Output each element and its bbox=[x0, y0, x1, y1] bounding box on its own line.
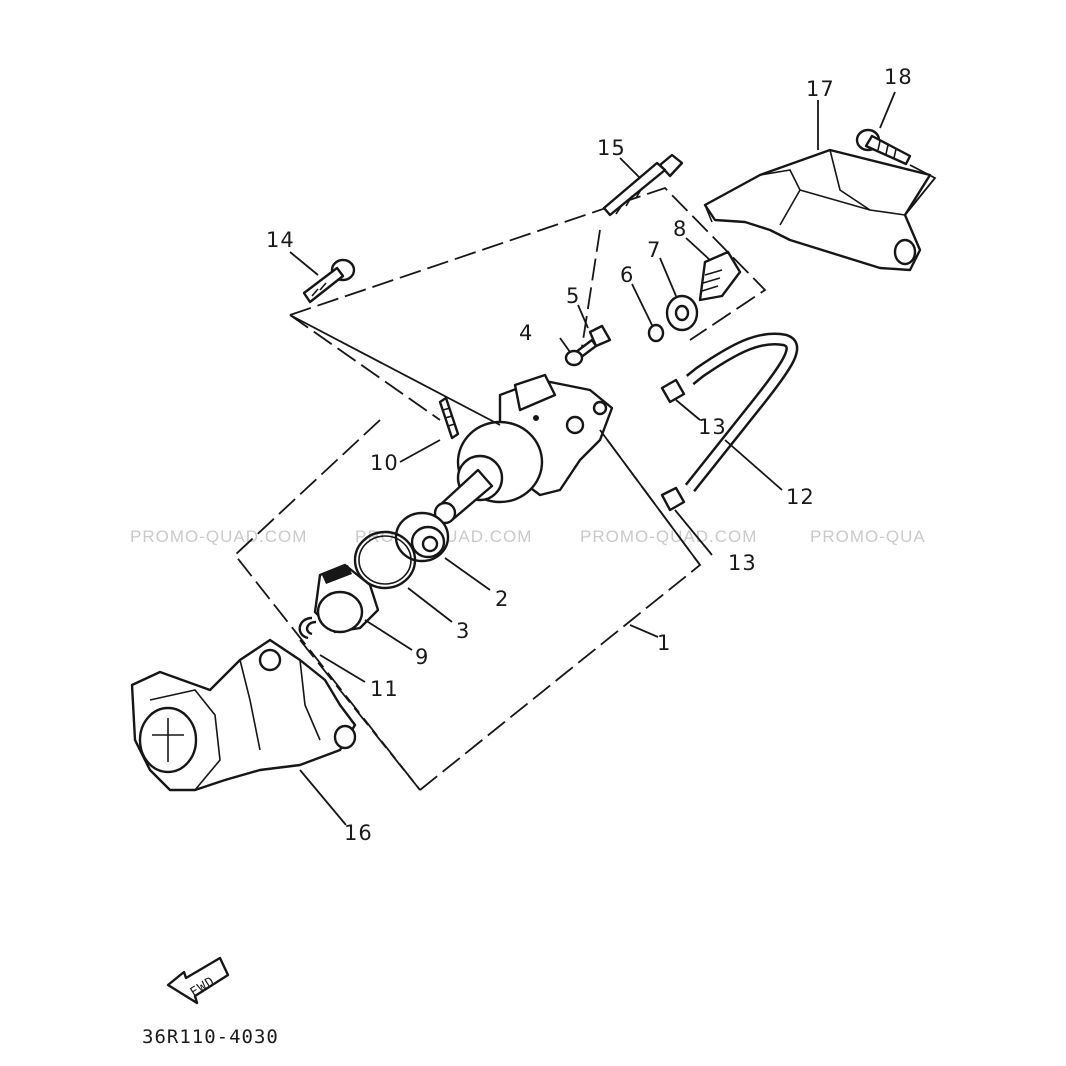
callout-11: 11 bbox=[370, 677, 399, 701]
cover-bracket-part bbox=[703, 148, 932, 272]
callout-15: 15 bbox=[597, 136, 626, 160]
callout-12: 12 bbox=[786, 485, 815, 509]
callout-7: 7 bbox=[647, 238, 661, 262]
long-bolt-part bbox=[602, 153, 684, 217]
callout-9: 9 bbox=[415, 645, 429, 669]
callout-16: 16 bbox=[344, 821, 373, 845]
watermark: PROMO-QUAD.COM bbox=[580, 527, 757, 546]
callout-17: 17 bbox=[806, 77, 835, 101]
hose-clip-part bbox=[660, 378, 686, 404]
oil-pump-assembly-part bbox=[433, 373, 614, 525]
callout-1: 1 bbox=[657, 631, 671, 655]
leader-lines bbox=[289, 91, 937, 826]
short-bolt-part bbox=[302, 258, 356, 304]
gear-part bbox=[313, 563, 380, 634]
diagram-code: 36R110-4030 bbox=[142, 1026, 279, 1048]
callout-4: 4 bbox=[519, 321, 533, 345]
callout-14: 14 bbox=[266, 228, 295, 252]
watermark: PROMO-QUAD.COM bbox=[130, 527, 307, 546]
o-ring-part bbox=[353, 530, 417, 590]
hose-clip-part bbox=[660, 486, 686, 512]
oil-hose-part bbox=[684, 332, 799, 493]
callout-8: 8 bbox=[673, 217, 687, 241]
callout-18: 18 bbox=[884, 65, 913, 89]
callout-10: 10 bbox=[370, 451, 399, 475]
callout-6: 6 bbox=[620, 263, 634, 287]
circlip-part bbox=[298, 616, 317, 640]
callout-2: 2 bbox=[495, 587, 509, 611]
forward-arrow-icon: FWD bbox=[166, 956, 230, 1005]
pin-part bbox=[438, 396, 460, 440]
callout-13: 13 bbox=[698, 415, 727, 439]
seal-ring-part bbox=[665, 294, 699, 332]
housing-cover-part bbox=[130, 638, 357, 792]
callout-3: 3 bbox=[456, 619, 470, 643]
callout-labels: 1 2 3 4 5 6 7 8 9 10 11 12 13 13 14 15 1… bbox=[266, 65, 913, 845]
watermark-row: PROMO-QUAD.COM PROMO-QUAD.COM PROMO-QUAD… bbox=[130, 527, 926, 546]
callout-13: 13 bbox=[728, 551, 757, 575]
watermark: PROMO-QUA bbox=[810, 527, 926, 546]
washer-part bbox=[647, 323, 665, 343]
small-washer-part bbox=[564, 349, 584, 367]
screw-part bbox=[855, 128, 912, 166]
plug-bolt-part bbox=[698, 250, 742, 302]
callout-5: 5 bbox=[566, 284, 580, 308]
